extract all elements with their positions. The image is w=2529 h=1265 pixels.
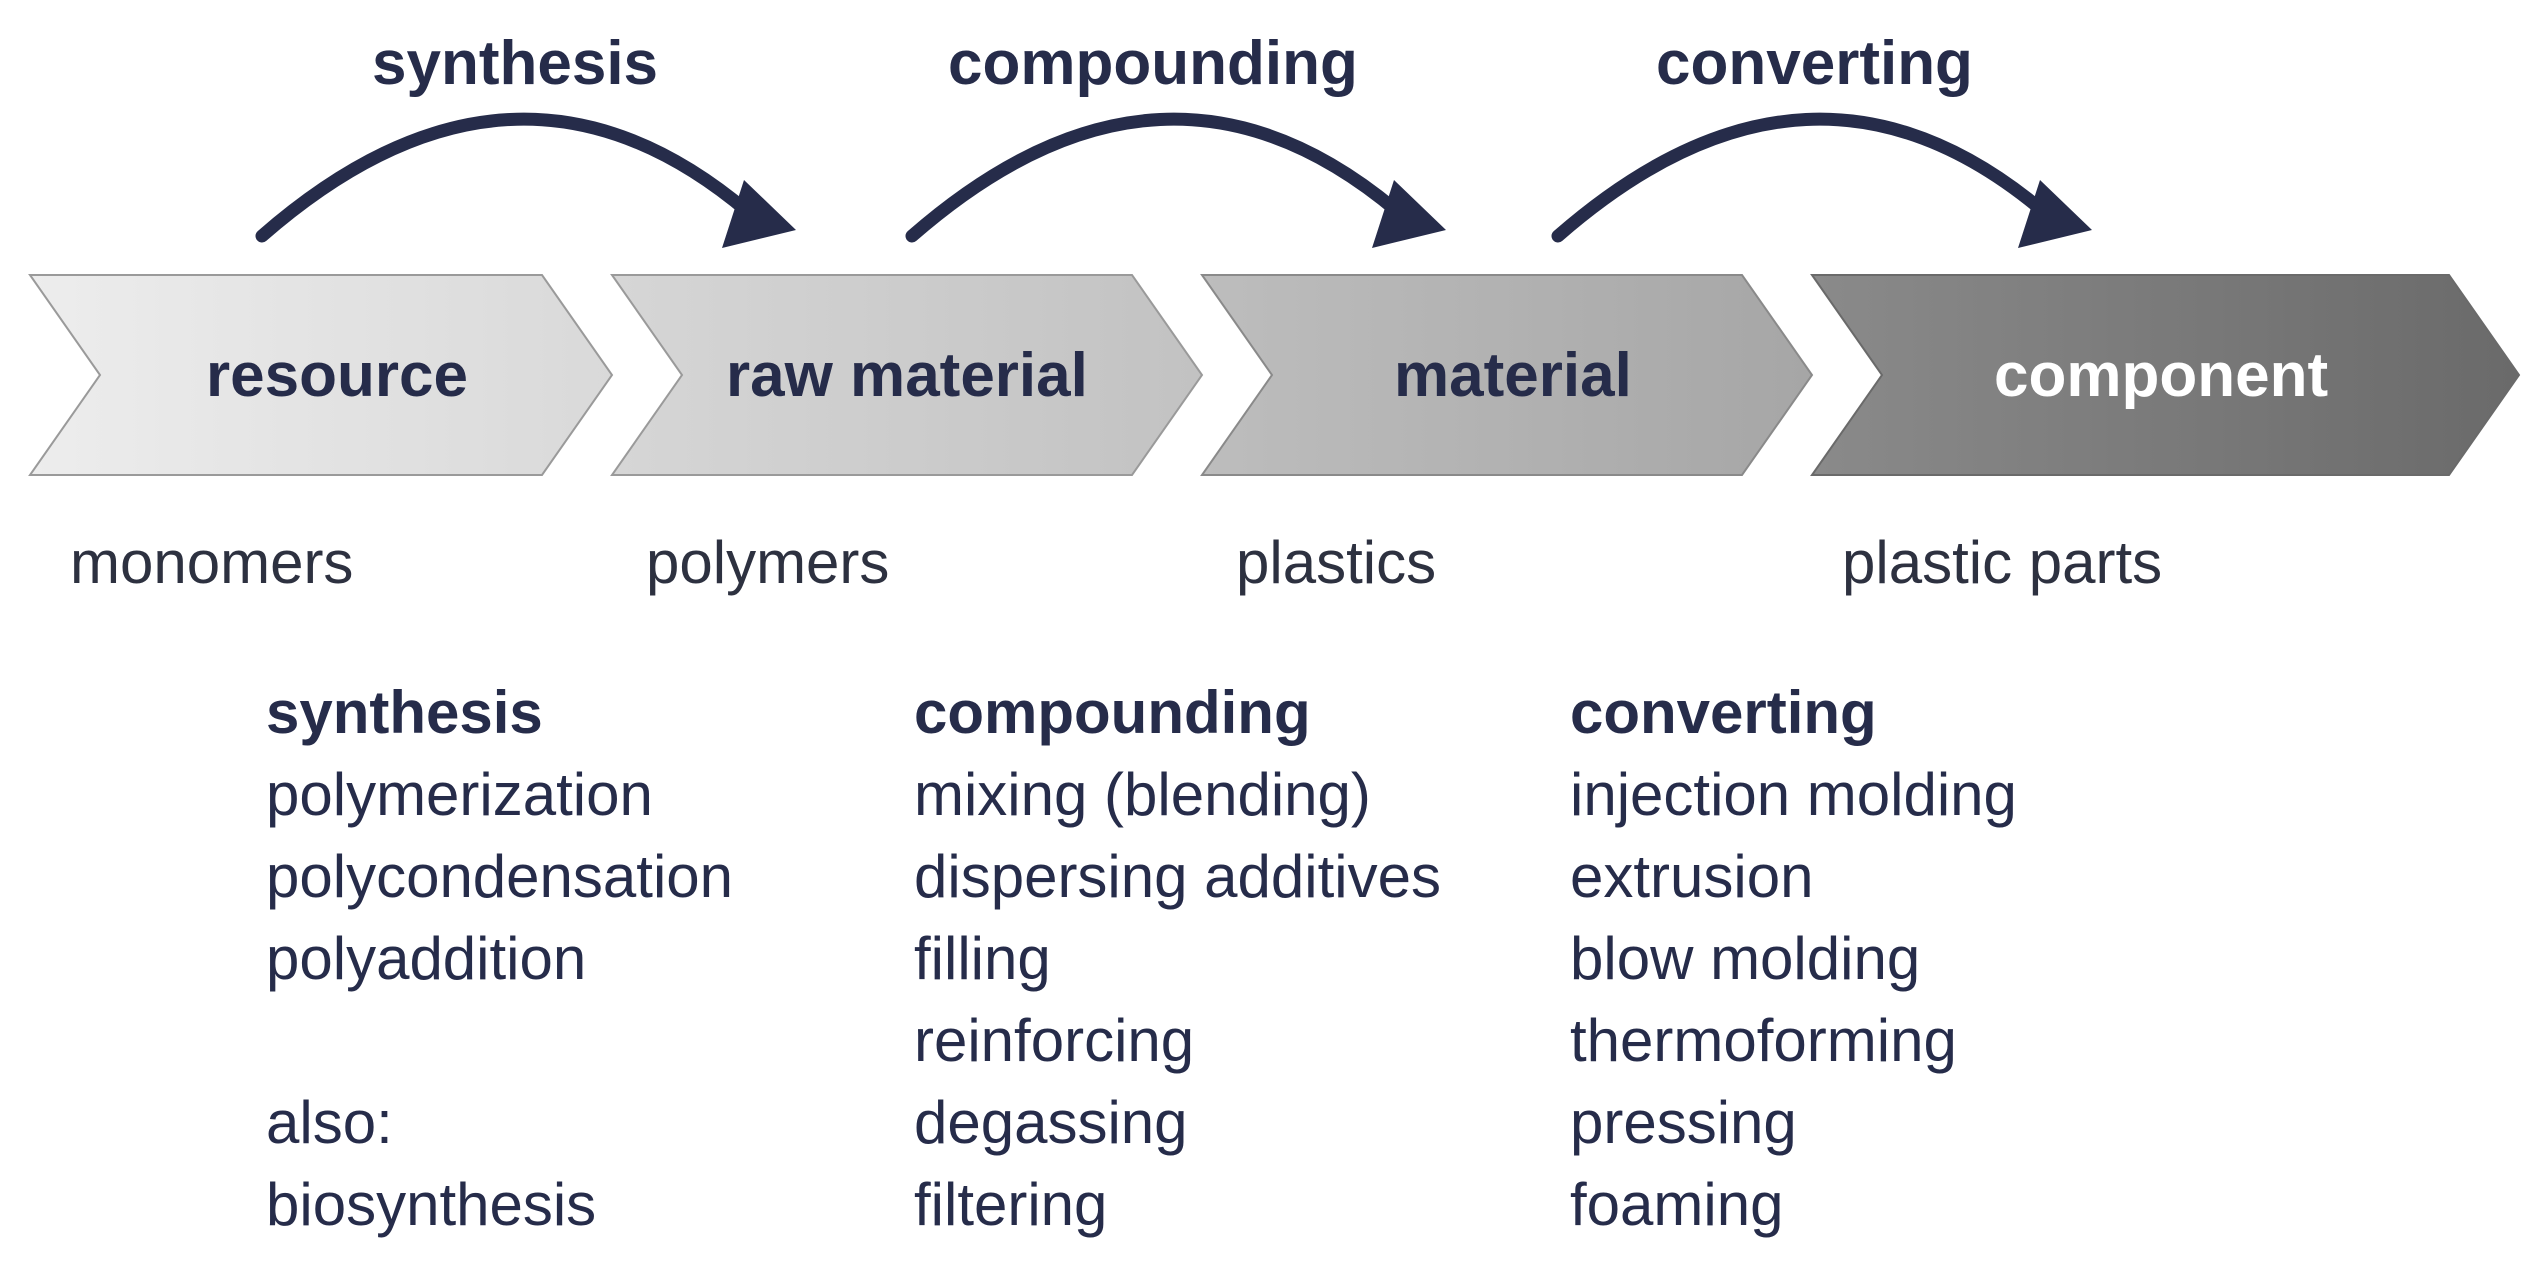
product-polymers: polymers	[646, 529, 890, 596]
process-item: polycondensation	[266, 843, 734, 910]
process-item: mixing (blending)	[914, 761, 1371, 828]
process-item: polymerization	[266, 761, 653, 828]
process-item: biosynthesis	[266, 1171, 597, 1238]
process-item: pressing	[1570, 1089, 1797, 1156]
compounding-arrowhead	[1372, 180, 1446, 248]
process-item: polyaddition	[266, 925, 587, 992]
step-label-compounding: compounding	[948, 29, 1358, 98]
product-monomers: monomers	[70, 529, 354, 596]
stage-label-component: component	[1994, 341, 2329, 410]
stage-label-raw-material: raw material	[726, 341, 1088, 410]
process-column-synthesis: synthesis polymerization polycondensatio…	[266, 672, 733, 1246]
process-item: extrusion	[1570, 843, 1814, 910]
product-plastics: plastics	[1236, 529, 1437, 596]
process-title: synthesis	[266, 679, 543, 746]
stage-chevron-raw-material	[610, 274, 1204, 476]
process-item: thermoforming	[1570, 1007, 1957, 1074]
process-column-converting: converting injection molding extrusion b…	[1570, 672, 2017, 1246]
stage-chevron-resource	[28, 274, 614, 476]
process-item-spacer	[266, 1000, 733, 1082]
stage-label-material: material	[1394, 341, 1632, 410]
synthesis-arrow	[255, 112, 755, 243]
process-column-compounding: compounding mixing (blending) dispersing…	[914, 672, 1441, 1246]
process-item: reinforcing	[914, 1007, 1195, 1074]
process-item: injection molding	[1570, 761, 2017, 828]
compounding-arrow	[905, 112, 1405, 243]
converting-arrowhead	[2018, 180, 2092, 248]
process-item: dispersing additives	[914, 843, 1441, 910]
process-item: filling	[914, 925, 1051, 992]
process-item: degassing	[914, 1089, 1188, 1156]
stage-chevron-material	[1200, 274, 1814, 476]
converting-arrow	[1551, 112, 2051, 243]
stage-label-resource: resource	[206, 341, 468, 410]
step-label-synthesis: synthesis	[372, 29, 659, 98]
process-item: filtering	[914, 1171, 1108, 1238]
process-item: blow molding	[1570, 925, 1921, 992]
step-label-converting: converting	[1656, 29, 1973, 98]
stage-chevron-component	[1810, 274, 2521, 476]
process-title: compounding	[914, 679, 1311, 746]
process-item: foaming	[1570, 1171, 1784, 1238]
process-item: also:	[266, 1089, 393, 1156]
process-title: converting	[1570, 679, 1877, 746]
synthesis-arrowhead	[722, 180, 796, 248]
product-plastic-parts: plastic parts	[1842, 529, 2163, 596]
